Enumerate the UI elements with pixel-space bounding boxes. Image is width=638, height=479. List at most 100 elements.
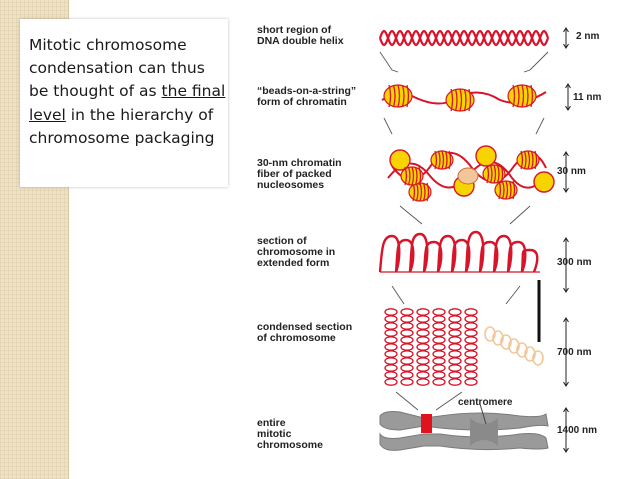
nucleosome-face: [475, 145, 497, 167]
condensed-coil: [416, 371, 430, 379]
nucleosome-dna-wrap: [521, 84, 525, 108]
nucleosome-dna-wrap: [397, 84, 401, 108]
nucleosome-dna-wrap: [496, 164, 500, 184]
scale-bars: [563, 27, 571, 453]
condensed-coil: [464, 364, 478, 372]
condensed-coil: [384, 308, 398, 316]
dna-strand-2: [378, 29, 550, 47]
condensed-coil: [416, 336, 430, 344]
dna-double-helix: [378, 29, 550, 47]
nucleosome-side: [482, 164, 506, 184]
extended-coil: [516, 342, 528, 358]
condensed-coil: [448, 322, 462, 330]
nucleosome-dna-wrap: [493, 164, 497, 184]
nucleosome-dna-wrap: [512, 84, 516, 108]
text-card: [20, 19, 228, 187]
nucleosome-2: [445, 88, 475, 112]
chromatin-fiber-30nm: [387, 145, 555, 202]
nucleosome-dna-wrap: [523, 150, 527, 170]
label-mitotic-chromosome: entire mitotic chromosome: [257, 417, 323, 451]
condensed-coil: [448, 364, 462, 372]
extended-coil: [492, 330, 504, 346]
condensed-coil: [384, 364, 398, 372]
connector-line: [399, 205, 423, 225]
nucleosome-dna-wrap: [448, 150, 452, 170]
centromere-pointer: [479, 403, 487, 425]
condensed-coil: [384, 343, 398, 351]
nucleosome-dna-wrap: [406, 84, 410, 108]
nucleosome-dna-wrap: [444, 150, 448, 170]
nucleosome-dna-wrap: [459, 88, 463, 112]
nucleosome-dna-wrap: [407, 166, 411, 186]
nucleosome-dna-wrap: [454, 88, 458, 112]
centromere-constriction: [470, 418, 498, 446]
condensed-coil: [400, 350, 414, 358]
nucleosome-back: [457, 167, 479, 185]
connector-line: [505, 285, 521, 305]
condensed-coil: [464, 315, 478, 323]
main-text-underlined: the final level: [29, 82, 226, 124]
nucleosome-side: [408, 182, 432, 202]
extended-chromosome-loops: [378, 230, 540, 273]
scale-arrow-up: [565, 83, 571, 89]
nucleosome-dna-wrap: [419, 182, 423, 202]
nucleosome-3: [507, 84, 537, 108]
nucleosome-dna-wrap: [501, 180, 505, 200]
condensed-coil: [384, 378, 398, 386]
condensed-coil: [400, 329, 414, 337]
scale-arrow-down: [563, 381, 569, 387]
nucleosome-dna-wrap: [437, 150, 441, 170]
condensed-coil: [464, 336, 478, 344]
nucleosome-dna-wrap: [500, 164, 504, 184]
main-text-part-2: in the hierarchy of chromosome packaging: [29, 105, 215, 147]
nucleosome-side: [494, 180, 518, 200]
condensed-coil: [432, 343, 446, 351]
highlighted-section: [421, 414, 432, 433]
connector-line: [391, 285, 405, 305]
connector-line: [523, 51, 549, 73]
label-dna-helix: short region of DNA double helix: [257, 24, 344, 47]
scale-arrow-up: [563, 407, 569, 413]
condensed-coil: [400, 336, 414, 344]
condensed-coil: [432, 350, 446, 358]
scale-arrow-down: [563, 43, 569, 49]
level-connector-lines: [379, 51, 549, 411]
nucleosome-dna-wrap: [525, 84, 529, 108]
condensed-coil: [416, 357, 430, 365]
size-11nm: 11 nm: [573, 92, 602, 103]
condensed-coil: [400, 357, 414, 365]
scale-arrow-down: [563, 187, 569, 193]
condensed-coil: [384, 357, 398, 365]
extended-coil: [532, 350, 544, 366]
size-2nm: 2 nm: [576, 31, 600, 42]
chromatid-bottom: [379, 432, 549, 451]
nucleosome-dna-wrap: [530, 84, 534, 108]
condensed-coil: [464, 357, 478, 365]
label-30nm-fiber: 30-nm chromatin fiber of packed nucleoso…: [257, 157, 342, 191]
slide-main-text: Mitotic chromosome condensation can thus…: [29, 34, 229, 150]
nucleosome-face: [389, 149, 411, 171]
nucleosome-dna-wrap: [530, 150, 534, 170]
size-300nm: 300 nm: [557, 257, 592, 268]
condensed-coil: [448, 350, 462, 358]
mitotic-chromosome: [379, 403, 549, 451]
condensed-coil: [416, 378, 430, 386]
condensed-coil: [464, 371, 478, 379]
condensed-coil: [432, 364, 446, 372]
nucleosome-dna-wrap: [450, 88, 454, 112]
condensed-coil: [416, 329, 430, 337]
nucleosome-dna-wrap: [463, 88, 467, 112]
condensed-coil: [432, 371, 446, 379]
condensed-coil: [384, 350, 398, 358]
nucleosome-1: [383, 84, 413, 108]
scale-arrow-up: [563, 317, 569, 323]
nucleosome-dna-wrap: [508, 180, 512, 200]
condensed-coil: [448, 371, 462, 379]
scale-arrow-up: [563, 237, 569, 243]
nucleosome-dna-wrap: [434, 150, 438, 170]
extended-coil: [508, 338, 520, 354]
condensed-coil: [448, 336, 462, 344]
condensed-coil: [400, 371, 414, 379]
dna-strand-1: [378, 29, 550, 47]
